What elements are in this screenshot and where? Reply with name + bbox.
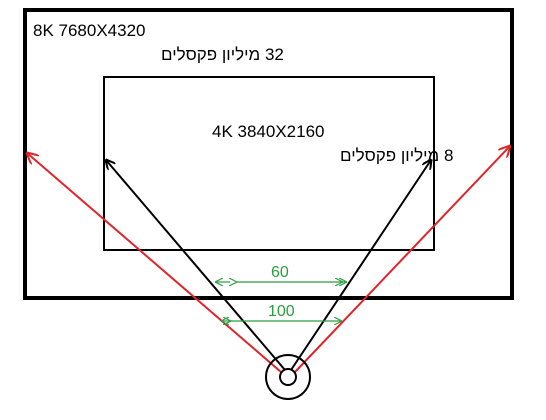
outer-resolution-label: 8K 7680X4320 <box>33 21 146 40</box>
viewer-eye-inner <box>279 368 297 386</box>
wide-view-line-left <box>27 153 282 373</box>
wide-view-line-right <box>294 146 510 373</box>
measure-60-label: 60 <box>271 264 289 281</box>
inner-pixels-label: 8 מיליון פקסלים <box>340 146 453 165</box>
outer-pixels-label: 32 מיליון פקסלים <box>161 45 284 64</box>
narrow-view-line-left <box>106 160 286 371</box>
inner-resolution-label: 4K 3840X2160 <box>212 122 325 141</box>
measure-100-label: 100 <box>268 303 295 320</box>
narrow-view-line-right <box>290 160 431 371</box>
viewer-eye-outer <box>265 354 311 400</box>
